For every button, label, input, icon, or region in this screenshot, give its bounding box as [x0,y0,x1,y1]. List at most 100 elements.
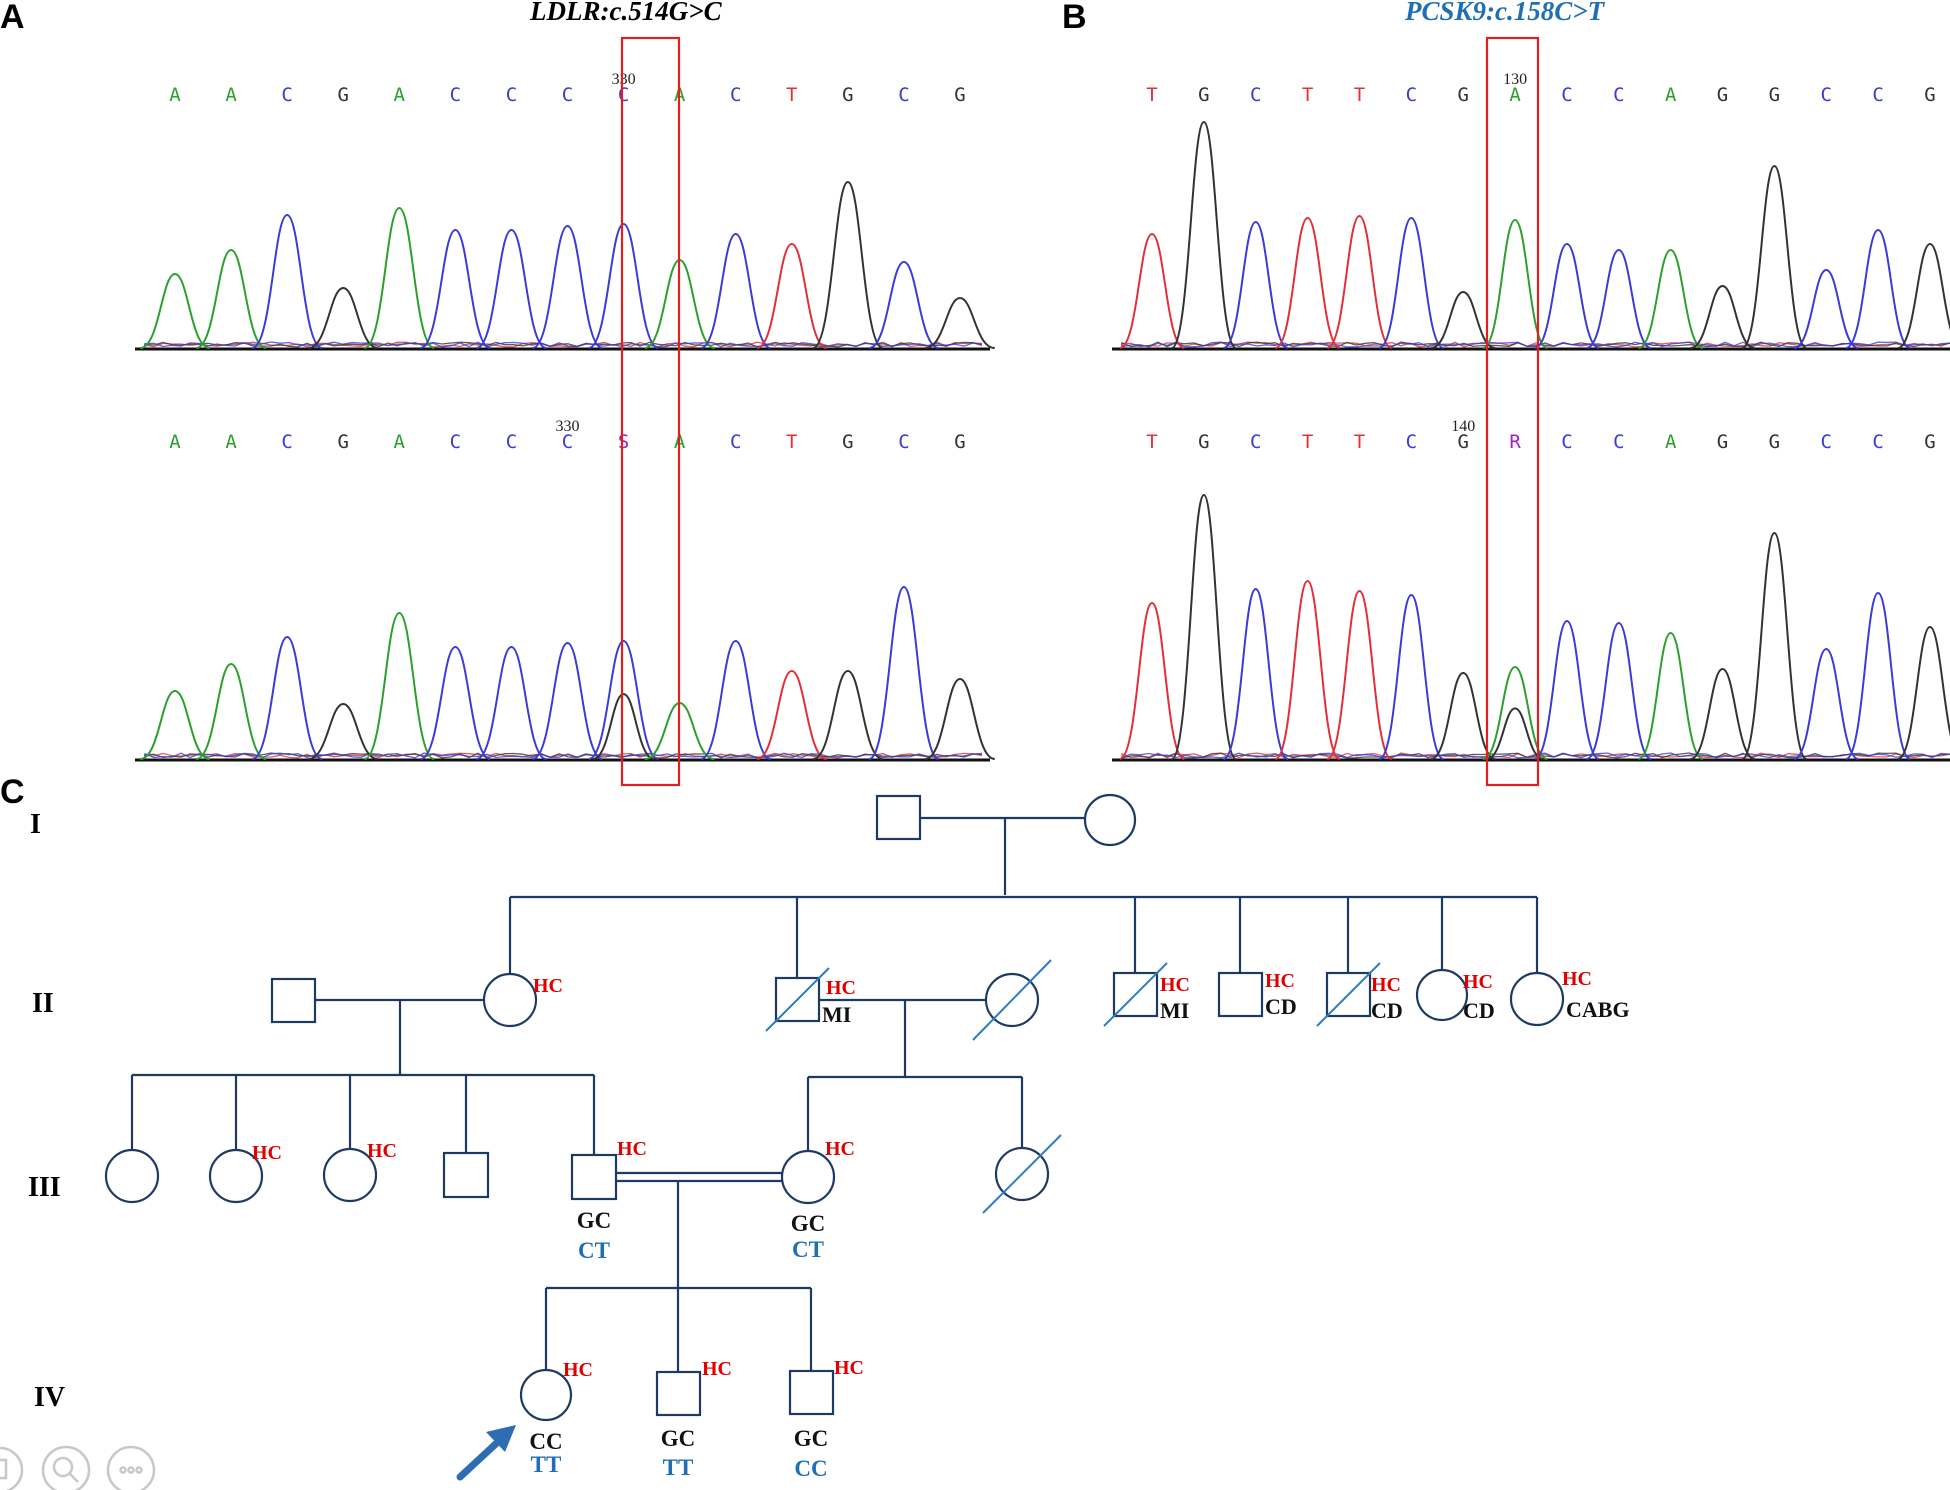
base-call: C [898,84,909,106]
peak-T [1326,589,1393,760]
base-call: C [1406,431,1417,453]
peak-A [139,272,211,349]
genotype-pcsk9: CT [792,1237,824,1262]
peak-T [1326,214,1393,349]
peak-G [924,677,996,760]
pedigree-male-iii-4 [442,1151,490,1199]
variant-highlight-box-a [620,36,681,787]
pedigree-male-ii-4 [1217,971,1264,1018]
peak-C [476,645,547,760]
hc-marker: HC [1463,971,1493,993]
base-call: G [1457,431,1468,453]
base-call: A [1665,84,1677,106]
genotype-ldlr: GC [577,1208,612,1233]
peak-G [925,296,995,349]
generation-label-iii: III [28,1172,61,1203]
deceased-slash [1316,962,1381,1027]
hc-marker: HC [1160,974,1190,996]
base-call: C [506,431,517,453]
peak-G [1430,671,1496,760]
peak-C [700,232,771,349]
peak-G [308,702,379,760]
base-call: C [506,84,517,106]
trace-noise [144,341,983,348]
base-call: A [1665,431,1677,453]
position-label: 330 [556,418,580,435]
genotype-pcsk9: CT [578,1238,610,1263]
base-call: A [169,84,181,106]
hc-marker: HC [563,1359,593,1381]
peak-A [1482,218,1548,349]
base-call: A [394,84,406,106]
position-label: 130 [1503,71,1527,88]
pedigree-female-ii-6 [1415,968,1469,1022]
peak-C [700,639,771,760]
genotype-ldlr: GC [791,1211,826,1236]
peak-A [139,689,211,760]
peak-G [308,286,379,349]
peak-T [1119,601,1185,760]
pedigree-male-iv-3 [788,1369,835,1416]
zoom-icon[interactable] [41,1445,91,1490]
peak-A [1638,631,1704,760]
base-call: R [1509,431,1521,453]
pages-icon[interactable] [0,1446,24,1490]
pedigree-female-ii-1 [482,972,538,1028]
base-call: C [1613,431,1624,453]
viewer-toolbar[interactable] [0,1445,156,1490]
deceased-slash [1103,962,1168,1027]
peak-secondary [1486,707,1544,760]
hc-marker: HC [826,977,856,999]
hc-marker: HC [702,1358,732,1380]
panel-letter-a: A [0,0,25,36]
base-call: T [786,84,797,106]
generation-label-ii: II [32,988,54,1019]
peak-C [1534,619,1600,760]
hc-marker: HC [825,1138,855,1160]
peak-G [1690,284,1755,349]
base-call: C [1561,431,1572,453]
peak-C [1223,220,1289,349]
peak-C [1845,591,1911,760]
peak-S [588,639,659,760]
pedigree-male-iv-2 [655,1370,702,1417]
genotype-pcsk9: TT [663,1455,694,1480]
base-call: G [954,84,965,106]
base-call: G [337,84,348,106]
base-call: S [618,431,629,453]
peak-A [195,248,267,349]
peak-G [1430,290,1496,349]
base-call: C [898,431,909,453]
base-call: T [1146,84,1157,106]
trace-noise [144,341,983,348]
pedigree-female-i-2 [1083,793,1137,847]
peak-C [532,224,603,349]
base-call: G [1457,84,1468,106]
peak-C [1378,216,1444,349]
pedigree-female-ii-7 [1509,971,1565,1027]
base-call: C [281,84,292,106]
base-call: C [730,431,741,453]
genotype-ldlr: GC [661,1426,696,1451]
base-call: T [1146,431,1157,453]
hc-marker: HC [367,1140,397,1162]
diagnosis-cd: CD [1371,998,1403,1023]
peak-T [756,669,827,760]
peak-C [251,635,323,760]
hc-marker: HC [252,1142,282,1164]
genotype-pcsk9: CC [794,1456,827,1481]
more-icon[interactable] [106,1445,156,1490]
pedigree-male-i-1 [875,794,922,841]
pedigree-female-iii-1 [104,1148,160,1204]
base-call: A [225,431,237,453]
deceased-slash [765,967,830,1032]
peak-C [1534,242,1600,349]
deceased-slash [972,959,1052,1041]
peak-C [532,641,603,760]
base-call: T [1302,84,1313,106]
base-call: C [1250,431,1261,453]
peak-G [812,180,884,349]
base-call: C [562,431,573,453]
